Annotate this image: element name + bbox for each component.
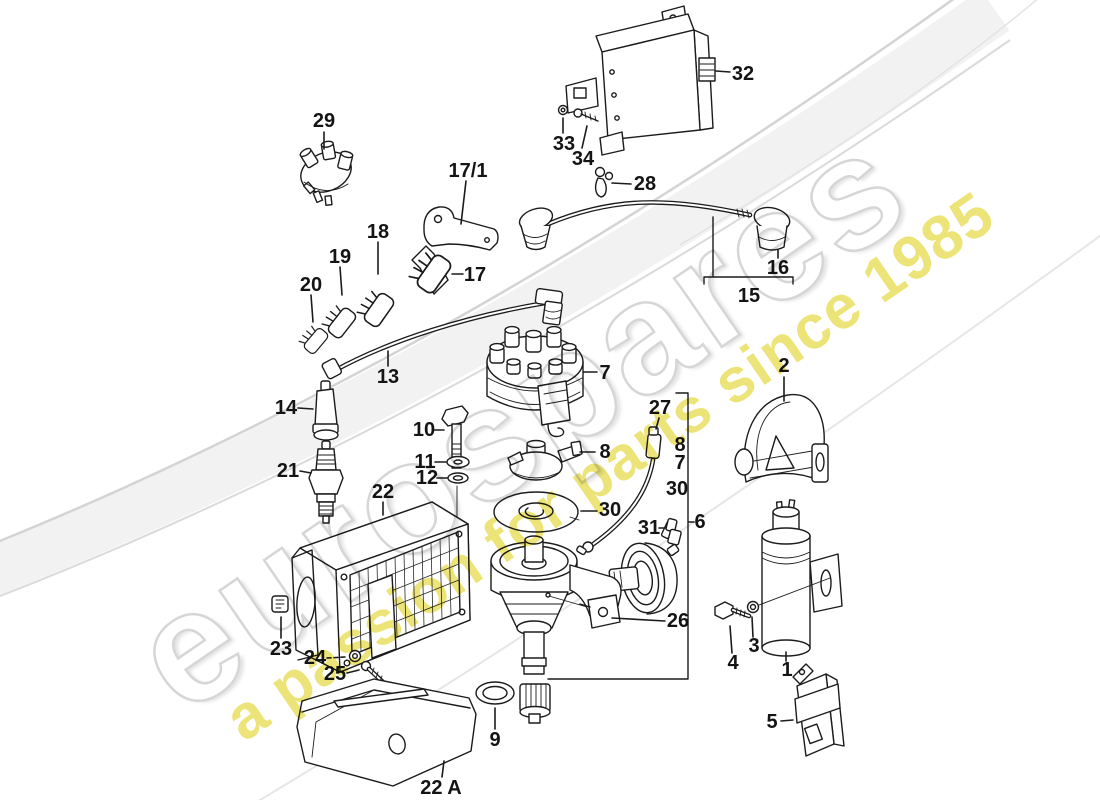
washer-drawing-12 <box>447 472 469 484</box>
callout-13[interactable]: 13 <box>377 366 399 388</box>
spark-plug-drawing-21 <box>308 440 344 524</box>
dust-cover-drawing-30 <box>493 491 580 533</box>
connector-boot-drawing-14 <box>312 380 339 441</box>
callout-30b[interactable]: 30 <box>666 478 688 500</box>
connector-drawing-31 <box>665 517 682 546</box>
spark-plug-wire-drawing-15 <box>518 200 794 285</box>
cap-towers <box>489 325 577 379</box>
callout-5[interactable]: 5 <box>766 711 777 733</box>
bracket-drawing-17-1 <box>423 206 499 251</box>
leader-line-22A <box>441 760 445 778</box>
callout-20[interactable]: 20 <box>300 274 322 296</box>
cable-clip-drawing-17 <box>405 245 454 296</box>
leader-line-17-1 <box>460 180 467 225</box>
ignition-coil-drawing-1 <box>761 499 843 657</box>
control-unit-drawing-22 <box>291 501 471 673</box>
callout-26[interactable]: 26 <box>667 610 689 632</box>
callout-3[interactable]: 3 <box>748 635 759 657</box>
callout-4[interactable]: 4 <box>727 652 739 674</box>
callout-33[interactable]: 33 <box>553 133 575 155</box>
leader-line-21 <box>299 470 312 474</box>
callout-14[interactable]: 14 <box>275 397 298 419</box>
group-bracket-6 <box>547 392 689 680</box>
leader-line-26 <box>611 617 666 622</box>
wire-drawing-27 <box>576 426 662 556</box>
leader-line-20 <box>310 294 314 323</box>
vacuum-unit-drawing <box>608 521 680 615</box>
cover-drawing-22a <box>296 678 477 787</box>
callout-17[interactable]: 17 <box>464 264 486 286</box>
ignition-switch-drawing-29 <box>299 140 354 206</box>
leader-line-24 <box>326 656 346 659</box>
rotor-drawing-8 <box>507 439 583 481</box>
washer-drawing-11 <box>446 455 470 469</box>
callout-9[interactable]: 9 <box>489 729 500 751</box>
resistor-drawing-5 <box>792 663 845 757</box>
clip-drawing-23 <box>271 595 289 613</box>
callout-11[interactable]: 11 <box>414 451 435 473</box>
control-unit-drawing-32 <box>565 5 716 156</box>
distributor-cap-drawing-7 <box>486 325 584 438</box>
callout-34[interactable]: 34 <box>572 148 595 170</box>
leader-line-5 <box>780 719 794 722</box>
cable-clip-drawing-18 <box>354 285 397 330</box>
callout-21[interactable]: 21 <box>277 460 299 482</box>
callout-7b[interactable]: 7 <box>674 452 685 474</box>
callout-10[interactable]: 10 <box>413 419 435 441</box>
callout-6[interactable]: 6 <box>694 511 705 533</box>
callout-1[interactable]: 1 <box>781 659 792 681</box>
seal-drawing-9 <box>475 681 515 705</box>
callout-22[interactable]: 22 <box>372 481 394 503</box>
nut-drawing-24 <box>348 649 362 663</box>
spark-plug-wire-drawing-13 <box>321 287 564 380</box>
clip-drawing-28 <box>594 166 614 198</box>
callout-27[interactable]: 27 <box>649 397 671 419</box>
leader-line-19 <box>339 266 343 296</box>
callout-24[interactable]: 24 <box>304 647 327 669</box>
callout-12[interactable]: 12 <box>416 467 438 489</box>
callout-19[interactable]: 19 <box>329 246 351 268</box>
callout-30[interactable]: 30 <box>599 499 621 521</box>
callout-32[interactable]: 32 <box>732 63 754 85</box>
callout-29[interactable]: 29 <box>313 110 335 132</box>
callout-22A[interactable]: 22 A <box>420 777 462 799</box>
cable-clip-drawing-20 <box>296 321 330 356</box>
leader-line-4 <box>729 625 733 654</box>
callout-18[interactable]: 18 <box>367 221 389 243</box>
leader-line-34 <box>581 125 588 149</box>
callout-16[interactable]: 16 <box>767 257 789 279</box>
callout-8[interactable]: 8 <box>599 441 610 463</box>
screw-drawing-34 <box>573 108 599 122</box>
callout-23[interactable]: 23 <box>270 638 292 660</box>
callout-17-1[interactable]: 17/1 <box>449 160 488 182</box>
distributor-drawing-26 <box>490 521 680 724</box>
coil-cover-drawing-2 <box>734 393 829 483</box>
clamp-arm-drawing <box>545 564 622 629</box>
callout-15[interactable]: 15 <box>738 285 760 307</box>
leader-line-25 <box>346 669 360 674</box>
callout-28[interactable]: 28 <box>634 173 656 195</box>
leader-line-32 <box>715 70 731 73</box>
bracket-15-16 <box>703 216 794 285</box>
leader-line-3 <box>751 616 754 638</box>
washer-drawing-3 <box>746 577 831 614</box>
callout-2[interactable]: 2 <box>778 355 789 377</box>
leader-line-28 <box>611 182 632 185</box>
callout-7[interactable]: 7 <box>599 362 610 384</box>
nut-drawing-33 <box>557 104 569 116</box>
heat-sink-grille <box>349 531 461 659</box>
leader-line-14 <box>297 407 314 410</box>
callout-8b[interactable]: 8 <box>674 434 685 456</box>
leader-line-27 <box>655 417 660 430</box>
bolt-drawing-4 <box>714 601 752 620</box>
callout-25[interactable]: 25 <box>324 663 346 685</box>
callout-31[interactable]: 31 <box>638 517 660 539</box>
